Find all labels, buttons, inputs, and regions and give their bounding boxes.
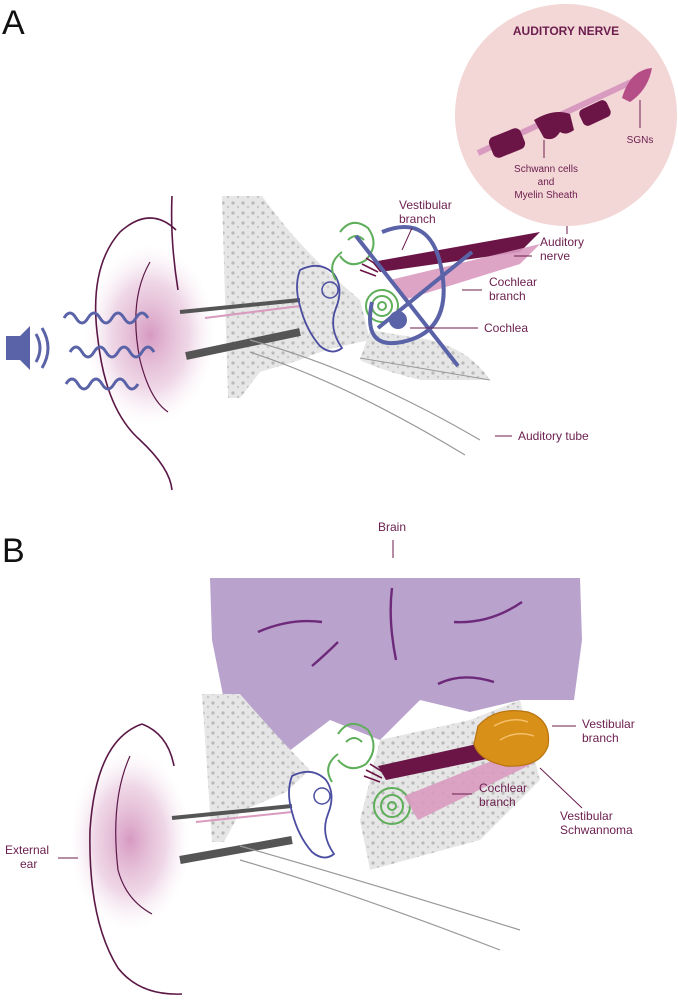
outer-ear-outline-a	[94, 195, 179, 491]
ear-canal-lining-a	[204, 305, 301, 319]
temporal-bone-a	[222, 196, 370, 398]
inner-line-a	[359, 357, 491, 381]
myelin-segments	[488, 100, 611, 158]
ear-canal-top-b	[171, 804, 293, 820]
tumor-highlights	[493, 719, 535, 741]
speaker-icon	[6, 326, 50, 370]
ear-canal-bottom-b	[179, 836, 293, 864]
ear-canal-top-a	[179, 298, 301, 314]
cochlear-branch-label-b-1: Cochlear	[479, 781, 527, 795]
brain-sulci	[257, 587, 523, 686]
external-ear-label-1: External	[5, 843, 49, 857]
vestibular-branch-label-b-1: Vestibular	[582, 717, 635, 731]
schwann-label-2: and	[538, 177, 555, 188]
schwann-label-1: Schwann cells	[514, 164, 578, 175]
petrous-bone-a	[360, 330, 490, 380]
schwannoma-label-2: Schwannoma	[560, 823, 633, 837]
vestibular-leader-a	[401, 227, 413, 251]
ossicles-b	[288, 770, 336, 859]
auditory-tube-b2	[239, 859, 501, 951]
vestibular-branch-label-a-1: Vestibular	[399, 198, 452, 212]
vestibular-branch-label-a-2: branch	[399, 212, 436, 226]
vestibular-schwannoma-tumor	[473, 710, 550, 767]
auditory-nerve-label-1: Auditory	[540, 235, 584, 249]
semicircular-canals-b	[327, 723, 375, 783]
outer-ear-outline-b	[89, 723, 183, 995]
auditory-tube-b1	[239, 845, 521, 931]
inset-title: AUDITORY NERVE	[513, 24, 619, 38]
blocked-nerve-loop	[368, 225, 446, 346]
cochlea-label: Cochlea	[484, 321, 528, 335]
auditory-tube-a1	[249, 339, 481, 441]
schwann-label-3: Myelin Sheath	[514, 190, 577, 201]
schwannoma-leader	[539, 767, 583, 809]
cross-line-1	[354, 234, 460, 368]
cochlear-branch-label-a-1: Cochlear	[489, 275, 537, 289]
panel-b-letter: B	[2, 532, 25, 570]
vestibular-nerve-a	[372, 232, 540, 272]
panel-a-letter: A	[2, 4, 25, 42]
temporal-bone-b	[202, 694, 310, 842]
cochlear-branch-label-a-2: branch	[489, 289, 526, 303]
sgns-label: SGNs	[627, 135, 654, 146]
external-ear-label-2: ear	[20, 857, 37, 871]
cochlear-branch-label-b-2: branch	[479, 795, 516, 809]
auditory-tube-a2	[249, 351, 466, 456]
outer-ear-blush-b	[70, 750, 190, 930]
brain-shape	[210, 578, 582, 758]
outer-ear-blush-a	[85, 245, 215, 425]
ossicle-head-a	[321, 281, 339, 299]
vestibular-branch-label-b-2: branch	[582, 731, 619, 745]
panel-b: B Brain	[2, 520, 635, 995]
cochlea-dot	[389, 311, 407, 329]
auditory-nerve-inset: AUDITORY NERVE SGNs Schwann cells and My…	[455, 4, 677, 226]
ear-canal-lining-b	[195, 811, 293, 823]
sgn-cell	[622, 68, 652, 102]
sound-waves	[62, 311, 156, 391]
panel-a: A AUDITORY NERVE SGNs Schwann cells and …	[2, 4, 677, 491]
ear-canal-bottom-a	[185, 328, 301, 360]
brain-label: Brain	[378, 520, 406, 534]
ossicle-head-b	[313, 787, 331, 805]
ear-fold-b	[115, 755, 153, 915]
nerve-fibers-b	[363, 763, 387, 783]
auditory-nerve-label-2: nerve	[540, 249, 570, 263]
auditory-tube-label: Auditory tube	[518, 429, 589, 443]
schwannoma-label-1: Vestibular	[560, 809, 613, 823]
